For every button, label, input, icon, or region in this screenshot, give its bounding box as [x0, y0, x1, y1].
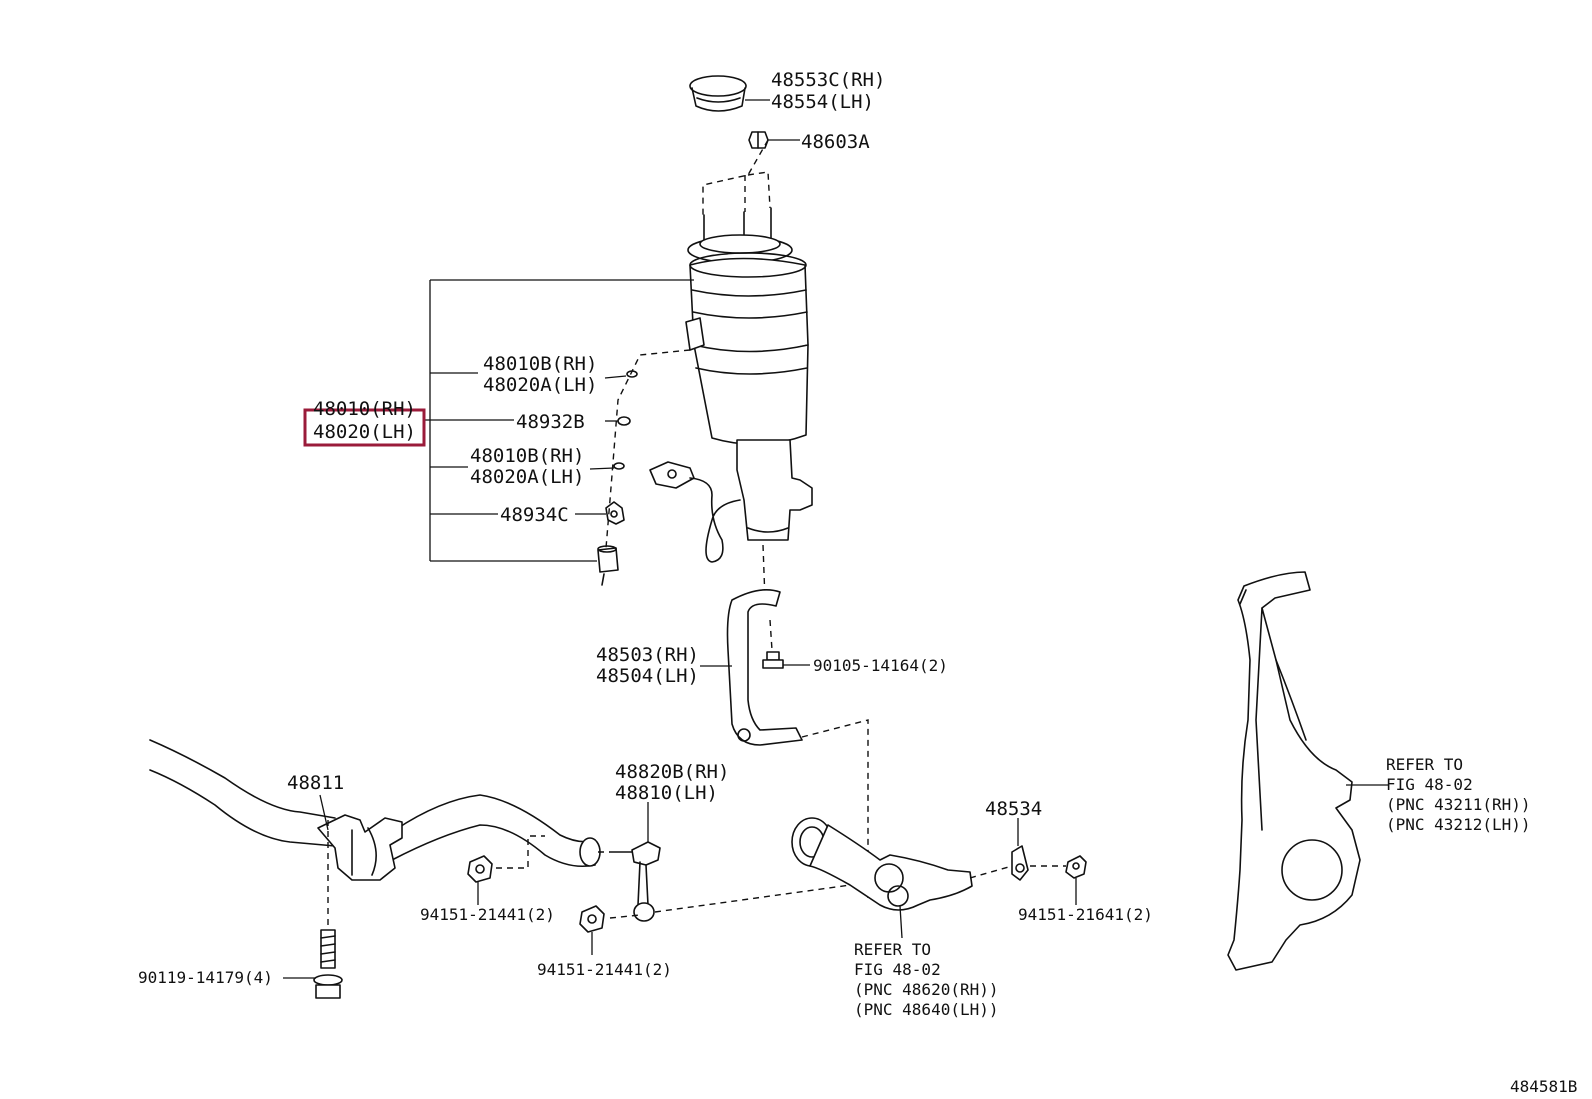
- ref2-line2: FIG 48-02: [1386, 775, 1473, 794]
- steering-knuckle-part[interactable]: [1227, 571, 1361, 971]
- nut-94151-a-part[interactable]: [467, 855, 493, 883]
- label-48603a[interactable]: 48603A: [801, 131, 870, 153]
- dust-cap-part[interactable]: [597, 545, 619, 586]
- label-48820b[interactable]: 48820B(RH): [615, 761, 729, 783]
- height-link-arm-part[interactable]: [726, 589, 803, 746]
- label-48010[interactable]: 48010(RH): [313, 398, 416, 420]
- label-48020a-mid[interactable]: 48020A(LH): [470, 466, 584, 488]
- stabilizer-bar-part[interactable]: [149, 739, 601, 868]
- label-48811[interactable]: 48811: [287, 772, 344, 794]
- label-48010b-mid[interactable]: 48010B(RH): [470, 445, 584, 467]
- label-48934c[interactable]: 48934C: [500, 504, 569, 526]
- leader-lines: [283, 99, 1388, 979]
- diagram-id: 484581B: [1510, 1077, 1577, 1096]
- label-48503[interactable]: 48503(RH): [596, 644, 699, 666]
- part-labels: 48553C(RH) 48554(LH) 48603A 48010B(RH) 4…: [138, 69, 1577, 1096]
- o-ring-48932b-part[interactable]: [617, 416, 631, 426]
- lower-arm-part[interactable]: [791, 817, 973, 911]
- bolt-90105-part[interactable]: [762, 651, 784, 669]
- label-48554[interactable]: 48554(LH): [771, 91, 874, 113]
- ref2-line1: REFER TO: [1386, 755, 1463, 774]
- nut-94151-b-part[interactable]: [579, 905, 605, 933]
- stabilizer-bushing-bracket-part[interactable]: [317, 814, 403, 881]
- o-ring-lower-part[interactable]: [613, 462, 625, 470]
- nut-94151-c-part[interactable]: [1065, 855, 1087, 879]
- cam-plate-48534-part[interactable]: [1011, 845, 1029, 881]
- ref1-line1: REFER TO: [854, 940, 931, 959]
- label-94151-b[interactable]: 94151-21441(2): [537, 960, 672, 979]
- ref1-line2: FIG 48-02: [854, 960, 941, 979]
- label-48810[interactable]: 48810(LH): [615, 782, 718, 804]
- label-48553c[interactable]: 48553C(RH): [771, 69, 885, 91]
- label-90119[interactable]: 90119-14179(4): [138, 968, 273, 987]
- label-90105[interactable]: 90105-14164(2): [813, 656, 948, 675]
- stabilizer-link-part[interactable]: [609, 841, 661, 922]
- label-48020a-top[interactable]: 48020A(LH): [483, 374, 597, 396]
- label-48932b[interactable]: 48932B: [516, 411, 585, 433]
- label-48010b-top[interactable]: 48010B(RH): [483, 353, 597, 375]
- upper-cap-part[interactable]: [689, 75, 747, 112]
- label-94151-c[interactable]: 94151-21641(2): [1018, 905, 1153, 924]
- label-94151-a[interactable]: 94151-21441(2): [420, 905, 555, 924]
- ref1-line3: (PNC 48620(RH)): [854, 980, 999, 999]
- ref2-line4: (PNC 43212(LH)): [1386, 815, 1531, 834]
- label-48020[interactable]: 48020(LH): [313, 421, 416, 443]
- label-48504[interactable]: 48504(LH): [596, 665, 699, 687]
- ref2-line3: (PNC 43211(RH)): [1386, 795, 1531, 814]
- upper-nut-part[interactable]: [748, 131, 769, 149]
- bolt-90119-part[interactable]: [313, 929, 343, 999]
- ref1-line4: (PNC 48640(LH)): [854, 1000, 999, 1019]
- label-48534[interactable]: 48534: [985, 798, 1042, 820]
- highlight-box: [303, 408, 426, 447]
- air-spring-assembly-part[interactable]: [649, 207, 813, 563]
- kit-bracket: [423, 279, 694, 562]
